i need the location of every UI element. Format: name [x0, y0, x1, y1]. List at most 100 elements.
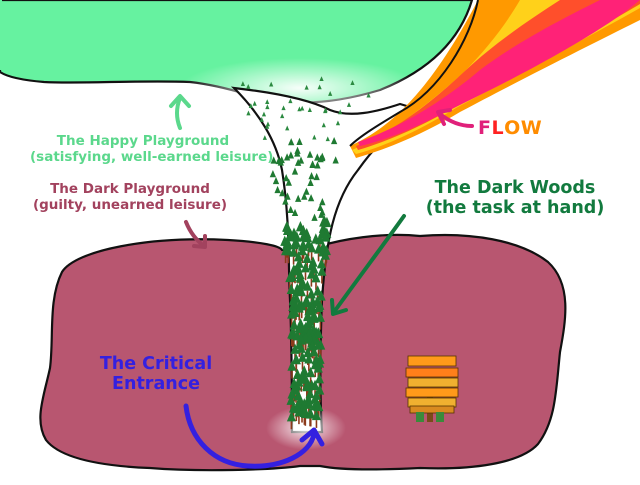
critical-entrance-label: The Critical Entrance	[86, 354, 226, 394]
tree-icon	[261, 111, 267, 117]
tree-icon	[314, 161, 321, 169]
tree-icon	[316, 290, 326, 301]
tree-icon	[306, 366, 316, 378]
tree-icon	[299, 365, 309, 376]
tree-trunk	[309, 418, 312, 427]
happy-playground-label: The Happy Playground (satisfying, well-e…	[30, 133, 273, 165]
tree-icon	[335, 120, 341, 126]
tree-icon	[285, 271, 295, 283]
tree-trunk	[317, 349, 320, 358]
tree-trunk	[304, 342, 307, 351]
tree-trunk	[314, 369, 317, 378]
tree-icon	[346, 102, 352, 107]
tree-icon	[279, 189, 286, 197]
tree-icon	[313, 285, 323, 296]
tree-trunk	[291, 370, 293, 379]
tree-icon	[283, 245, 293, 256]
flow-ribbon	[349, 0, 640, 158]
tree-trunk	[294, 316, 296, 325]
happy-playground-arrow	[169, 94, 191, 130]
tree-icon	[270, 156, 277, 164]
tree-icon	[332, 156, 339, 164]
tree-icon	[311, 409, 322, 421]
tree-trunk	[287, 255, 290, 264]
tree-trunk	[290, 421, 293, 430]
tree-icon	[300, 105, 305, 111]
tree-icon	[287, 205, 294, 213]
tree-trunk	[292, 339, 294, 348]
tree-trunk	[300, 296, 303, 305]
tree-trunk	[295, 247, 298, 256]
tree-icon	[252, 100, 257, 106]
tree-trunk	[301, 414, 303, 423]
tree-icon	[248, 103, 253, 108]
tree-icon	[281, 105, 286, 111]
tree-trunk	[318, 411, 320, 419]
tree-trunk	[319, 349, 322, 358]
tree-icon	[317, 84, 322, 90]
dark-woods-label: The Dark Woods (the task at hand)	[404, 178, 626, 218]
tree-icon	[282, 197, 289, 205]
tree-icon	[320, 231, 331, 242]
tree-trunk	[301, 255, 304, 264]
tree-icon	[317, 203, 324, 212]
tree-icon	[301, 192, 308, 200]
tree-icon	[285, 125, 290, 131]
tree-trunk	[290, 338, 293, 347]
tree-icon	[306, 268, 316, 279]
tree-icon	[314, 301, 324, 313]
tree-icon	[269, 81, 274, 87]
tree-trunk	[319, 321, 322, 330]
tree-icon	[293, 250, 303, 262]
tree-icon	[310, 393, 320, 404]
tree-icon	[291, 167, 299, 175]
tree-icon	[280, 113, 285, 119]
tree-icon	[313, 362, 323, 373]
dark-woods-title: The Dark Woods	[434, 178, 596, 198]
tree-icon	[292, 368, 303, 380]
flow-letter-w: W	[520, 117, 543, 139]
tree-icon	[315, 233, 325, 245]
tree-icon	[288, 98, 293, 104]
tree-icon	[314, 373, 324, 384]
tree-icon	[317, 265, 327, 276]
tree-icon	[306, 408, 316, 419]
tree-trunk	[310, 252, 313, 261]
dark-playground-subtitle: (guilty, unearned leisure)	[32, 196, 228, 213]
tree-trunk	[304, 272, 307, 281]
tree-icon	[319, 198, 326, 206]
tree-icon	[259, 117, 264, 122]
tree-icon	[262, 135, 267, 140]
tree-trunk	[321, 275, 323, 284]
tree-icon	[294, 405, 304, 417]
tree-trunk	[306, 290, 309, 299]
tree-icon	[274, 185, 281, 194]
tree-trunk	[324, 259, 327, 268]
tree-icon	[366, 92, 371, 98]
tree-trunk	[298, 349, 301, 357]
tree-trunk	[303, 380, 305, 389]
tree-icon	[323, 108, 328, 114]
tree-icon	[321, 122, 326, 128]
tree-icon	[309, 160, 316, 168]
tree-icon	[322, 216, 332, 228]
tree-icon	[311, 213, 318, 221]
tree-icon	[287, 360, 297, 371]
tree-icon	[304, 398, 314, 409]
tree-icon	[286, 283, 296, 295]
tree-icon	[297, 244, 307, 256]
tree-trunk	[290, 294, 293, 302]
tree-trunk	[315, 282, 317, 291]
tree-icon	[307, 178, 314, 187]
tree-icon	[304, 84, 309, 90]
dark-playground-label: The Dark Playground (guilty, unearned le…	[30, 181, 230, 213]
tree-icon	[297, 278, 307, 290]
tree-trunk	[300, 383, 303, 392]
tree-icon	[294, 149, 301, 157]
dark-woods-subtitle: (the task at hand)	[425, 198, 605, 219]
tree-icon	[286, 394, 296, 405]
tree-icon	[289, 319, 299, 330]
flow-label: FLOW	[478, 117, 543, 140]
tree-icon	[287, 388, 297, 399]
